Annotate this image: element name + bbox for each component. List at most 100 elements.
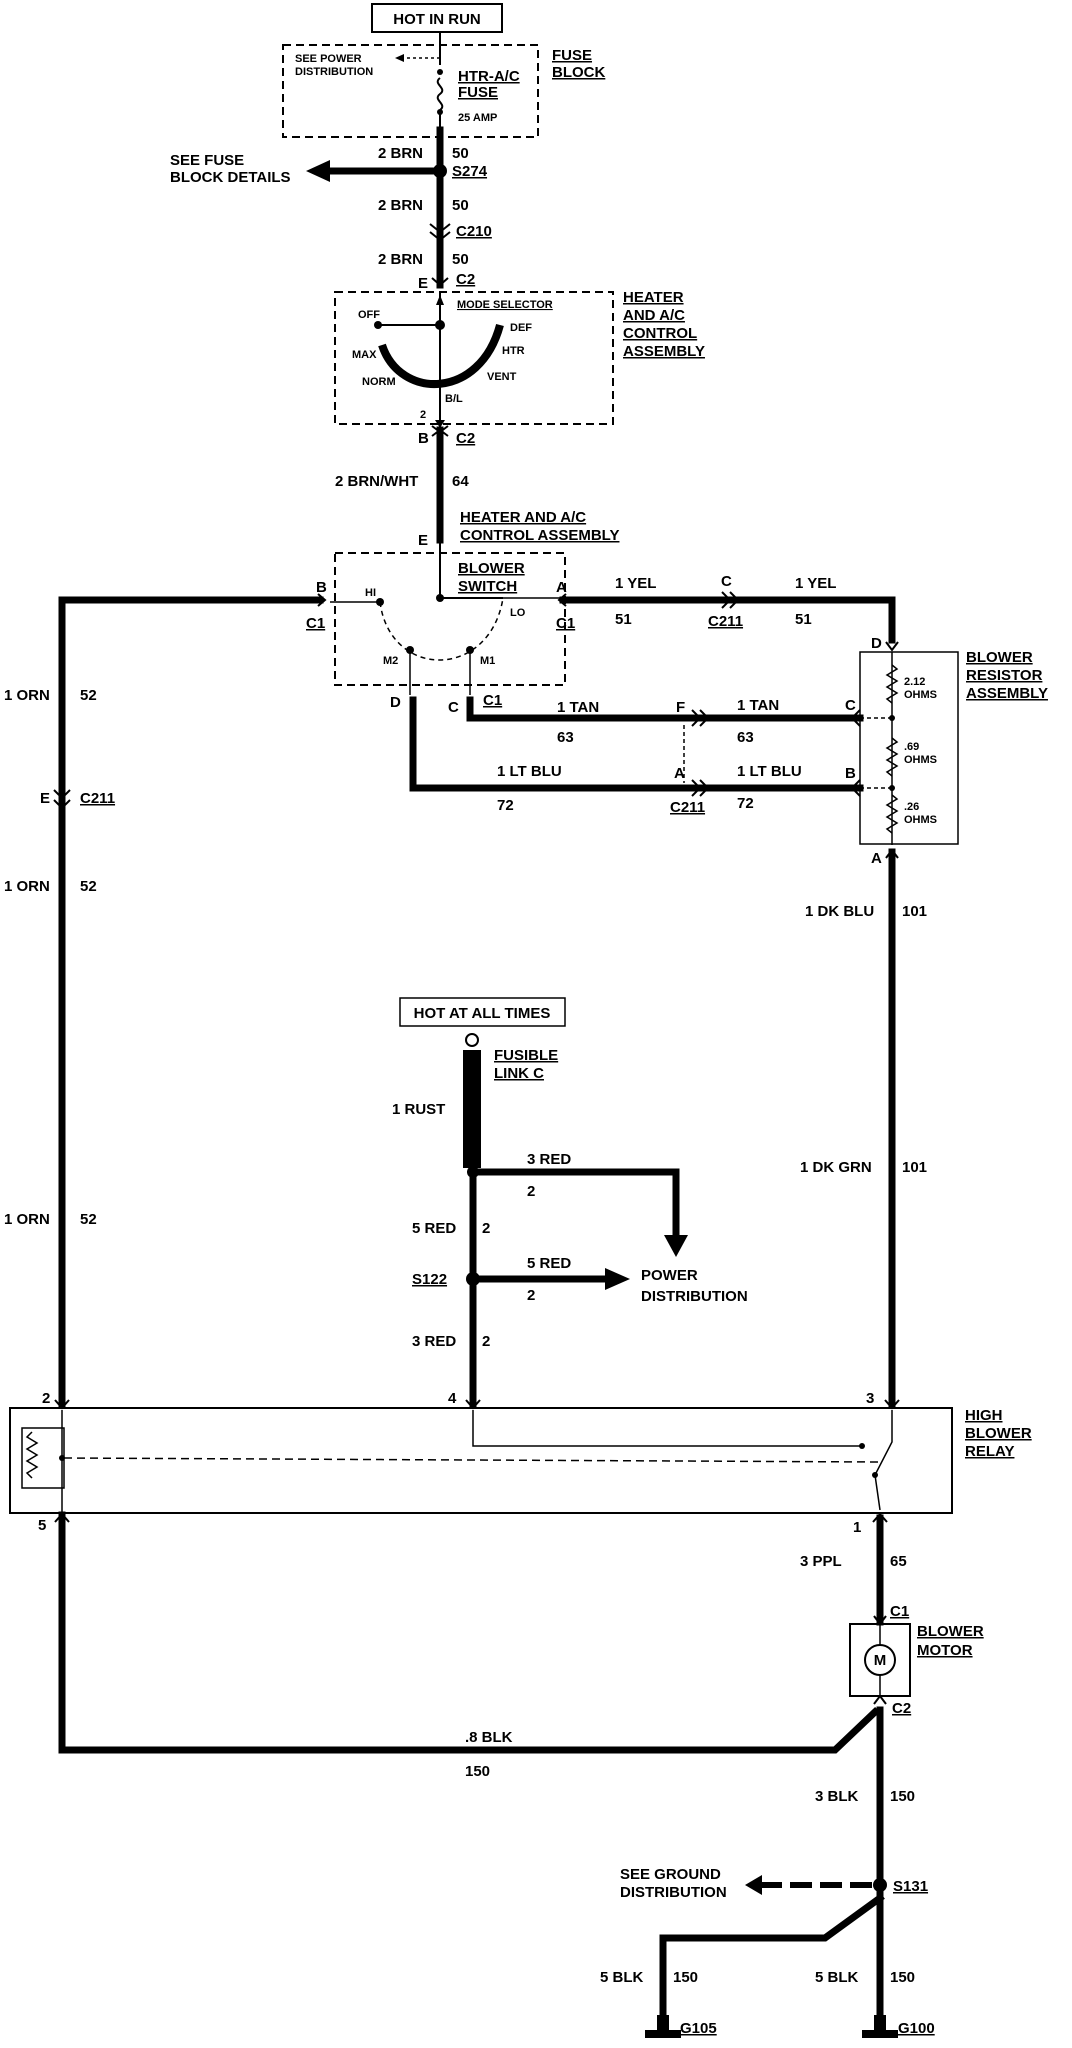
ckt-2-d: 2 xyxy=(482,1333,490,1350)
high-blower-relay-label-2: BLOWER xyxy=(965,1425,1032,1442)
ckt-51-a: 51 xyxy=(615,611,632,628)
pin-d-res: D xyxy=(871,635,882,652)
power-distribution: POWER xyxy=(641,1267,698,1284)
ckt-150-c: 150 xyxy=(673,1969,698,1986)
mode-bl: B/L xyxy=(445,393,463,405)
ckt-101-a: 101 xyxy=(902,903,927,920)
mode-selector-label: MODE SELECTOR xyxy=(457,299,553,311)
ckt-63-b: 63 xyxy=(737,729,754,746)
blower-switch-arc xyxy=(379,597,504,661)
resistor-212 xyxy=(885,664,899,704)
relay-pin-mark-2 xyxy=(54,1399,70,1410)
ground-g105 xyxy=(645,2015,681,2038)
hot-at-all-times: HOT AT ALL TIMES xyxy=(414,1005,551,1022)
relay-pin-mark-3 xyxy=(884,1399,900,1410)
pin-f-c211: F xyxy=(676,699,685,716)
see-power-distribution: SEE POWER xyxy=(295,53,362,65)
g105: G105 xyxy=(680,2020,717,2037)
c2-top: C2 xyxy=(456,271,475,288)
blower-resistor-label-2: RESISTOR xyxy=(966,667,1043,684)
s131: S131 xyxy=(893,1878,928,1895)
ohms-212-unit: OHMS xyxy=(904,689,937,701)
mode-selector-arrow xyxy=(436,295,444,305)
connector-c211-orn xyxy=(53,789,71,810)
ckt-52-a: 52 xyxy=(80,687,97,704)
connector-c1-left xyxy=(317,593,327,607)
connector-c211-ltblu xyxy=(691,779,710,797)
c1-bottom: C1 xyxy=(483,692,502,709)
fusible-link-c xyxy=(463,1050,481,1168)
relay-pin-2: 2 xyxy=(42,1390,50,1407)
mode-htr: HTR xyxy=(502,345,525,357)
motor-symbol-label: M xyxy=(874,1652,887,1669)
wire-tan-63 xyxy=(466,696,864,722)
ckt-150-a: 150 xyxy=(465,1763,490,1780)
wire-3red-b: 3 RED xyxy=(412,1333,456,1350)
wire-2brn-b: 2 BRN xyxy=(378,197,423,214)
switch-lo: LO xyxy=(510,607,526,619)
ground-g100-plate xyxy=(862,2030,898,2038)
ckt-2-a: 2 xyxy=(527,1183,535,1200)
htr-ac-fuse: HTR-A/C xyxy=(458,68,520,85)
relay-coil-node xyxy=(59,1455,65,1461)
ckt-52-b: 52 xyxy=(80,878,97,895)
wire-orn-52 xyxy=(58,596,324,1409)
high-blower-relay xyxy=(9,1407,953,1514)
heater-ac-label-4: ASSEMBLY xyxy=(623,343,705,360)
ckt-65: 65 xyxy=(890,1553,907,1570)
heater-ac-label: HEATER xyxy=(623,289,684,306)
resistor-26 xyxy=(885,794,899,834)
relay-pin-mark-1 xyxy=(872,1512,888,1523)
c1-left: C1 xyxy=(306,615,325,632)
c211-yel: C211 xyxy=(708,613,743,630)
ckt-51-b: 51 xyxy=(795,611,812,628)
ckt-101-b: 101 xyxy=(902,1159,927,1176)
connectors xyxy=(53,223,861,810)
see-power-distribution-2: DISTRIBUTION xyxy=(295,66,373,78)
connector-res-b xyxy=(850,779,861,797)
wire-1ltblu-b: 1 LT BLU xyxy=(737,763,802,780)
fuse-block xyxy=(282,44,539,138)
wire-5blk-a: 5 BLK xyxy=(600,1969,644,1986)
ohms-26: .26 xyxy=(904,801,919,813)
relay-pin-mark-4 xyxy=(465,1399,481,1410)
fusible-link-label-2: LINK C xyxy=(494,1065,544,1082)
mode-selector-out-arrow xyxy=(435,420,445,428)
wire-blk-g105 xyxy=(659,1893,885,2019)
wire-5blk-b: 5 BLK xyxy=(815,1969,859,1986)
mode-def: DEF xyxy=(510,322,532,334)
resistor-pin-a xyxy=(885,848,899,859)
wire-blk-8 xyxy=(58,1511,880,1754)
motor-pin-c2 xyxy=(873,1694,887,1705)
ckt-72-b: 72 xyxy=(737,795,754,812)
fuse-node-top xyxy=(437,69,443,75)
pin-c-res: C xyxy=(845,697,856,714)
see-power-arrow xyxy=(395,54,404,62)
wire-3blk: 3 BLK xyxy=(815,1788,859,1805)
see-fuse-block-details: SEE FUSE xyxy=(170,152,244,169)
ckt-2-c: 2 xyxy=(527,1287,535,1304)
splice-s274 xyxy=(433,164,447,178)
wire-ltblu-72 xyxy=(409,696,864,792)
fuse-amp: 25 AMP xyxy=(458,112,497,124)
wires xyxy=(58,126,896,2019)
connector-res-c xyxy=(850,709,861,727)
splice-s122 xyxy=(466,1272,480,1286)
s274: S274 xyxy=(452,163,488,180)
fuse-node-bottom xyxy=(437,109,443,115)
ckt-50-b: 50 xyxy=(452,197,469,214)
connector-c211-yel xyxy=(721,591,740,609)
wire-3red-a: 3 RED xyxy=(527,1151,571,1168)
fusible-link-top xyxy=(465,1033,479,1047)
ckt-64: 64 xyxy=(452,473,469,490)
pin-e-c211: E xyxy=(40,790,50,807)
heater-ac-b-label: HEATER AND A/C xyxy=(460,509,586,526)
wire-8blk: .8 BLK xyxy=(465,1729,513,1746)
ground-g105-post xyxy=(657,2015,669,2031)
c211-ltblu: C211 xyxy=(670,799,705,816)
wire-1tan-b: 1 TAN xyxy=(737,697,779,714)
arrow-down-power-distribution xyxy=(664,1235,688,1257)
fuse-block-label: FUSE xyxy=(552,47,592,64)
see-ground-distribution-2: DISTRIBUTION xyxy=(620,1884,727,1901)
